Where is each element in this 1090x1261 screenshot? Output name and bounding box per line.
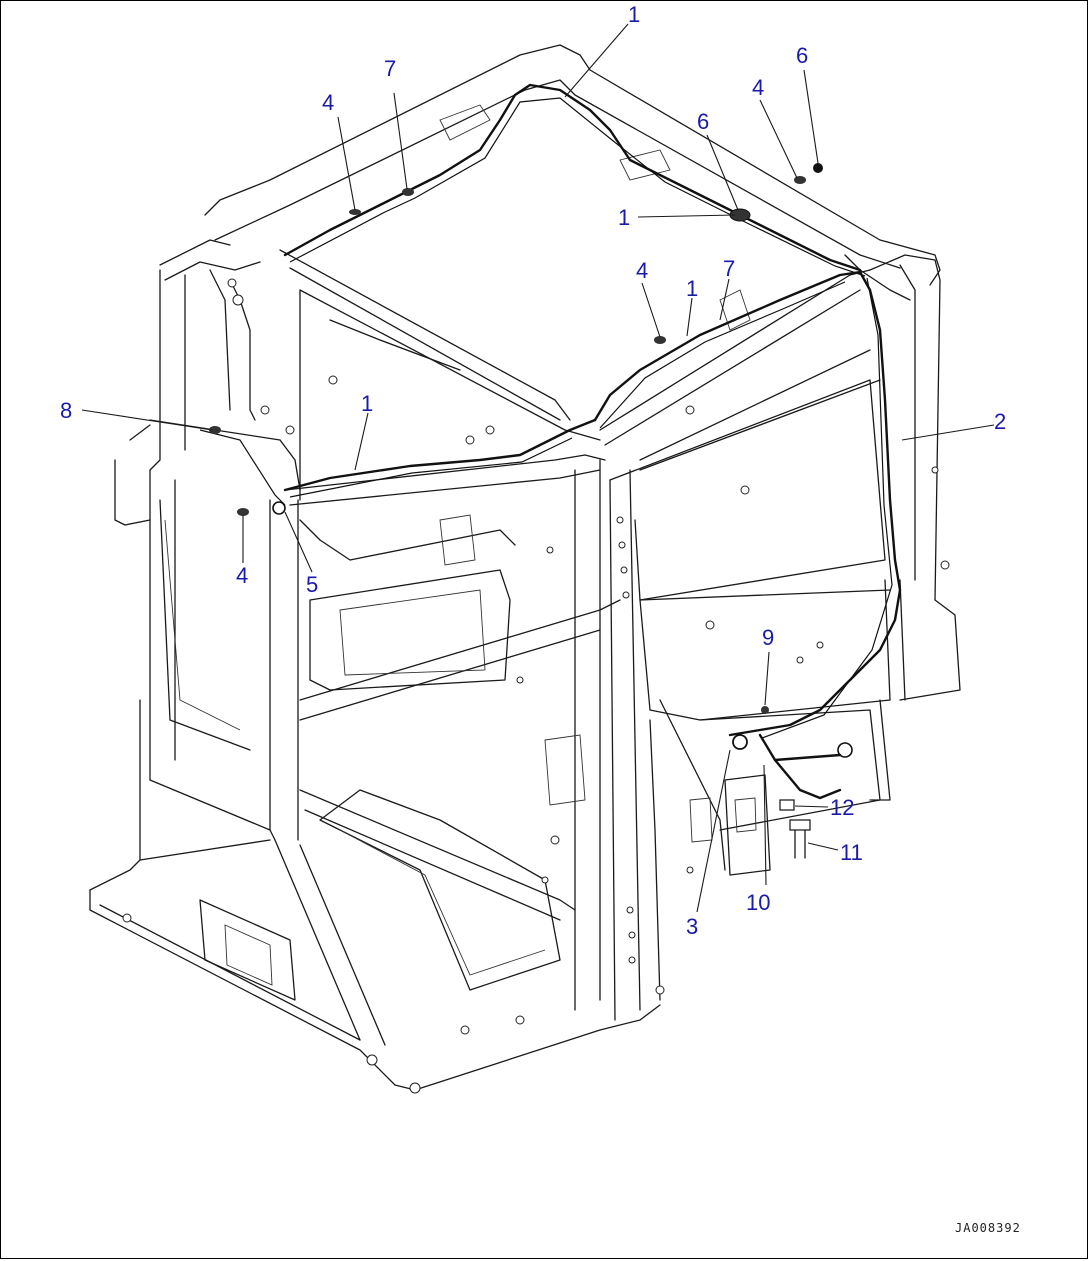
callout-1-right-rail: 1 bbox=[686, 276, 698, 301]
callout-4-upper-right: 4 bbox=[752, 75, 764, 100]
callout-4-mid: 4 bbox=[636, 258, 648, 283]
callout-1-roof-right: 1 bbox=[618, 205, 630, 230]
callout-7-left: 7 bbox=[384, 56, 396, 81]
callout-7-right: 7 bbox=[723, 256, 735, 281]
callout-8: 8 bbox=[60, 398, 72, 423]
wiring-harness bbox=[199, 83, 902, 859]
callout-12: 12 bbox=[830, 795, 854, 820]
cab-frame bbox=[89, 44, 961, 1091]
callout-11: 11 bbox=[840, 840, 863, 865]
callout-9: 9 bbox=[762, 625, 774, 650]
callout-4-left: 4 bbox=[236, 563, 248, 588]
drawing-code: JA008392 bbox=[955, 1221, 1021, 1235]
callout-5: 5 bbox=[306, 572, 318, 597]
callout-6-top: 6 bbox=[796, 43, 808, 68]
callout-10: 10 bbox=[746, 890, 770, 915]
callouts: 1 1 1 1 2 3 4 4 4 4 5 6 6 7 7 8 9 10 11 … bbox=[60, 2, 1006, 939]
callout-2: 2 bbox=[994, 409, 1006, 434]
callout-1-top: 1 bbox=[628, 2, 640, 27]
frame-holes bbox=[122, 278, 950, 1094]
callout-6-mid: 6 bbox=[697, 109, 709, 134]
callout-3: 3 bbox=[686, 914, 698, 939]
leader-lines bbox=[81, 23, 995, 913]
callout-1-front: 1 bbox=[361, 391, 373, 416]
callout-4-upper-left: 4 bbox=[322, 90, 334, 115]
